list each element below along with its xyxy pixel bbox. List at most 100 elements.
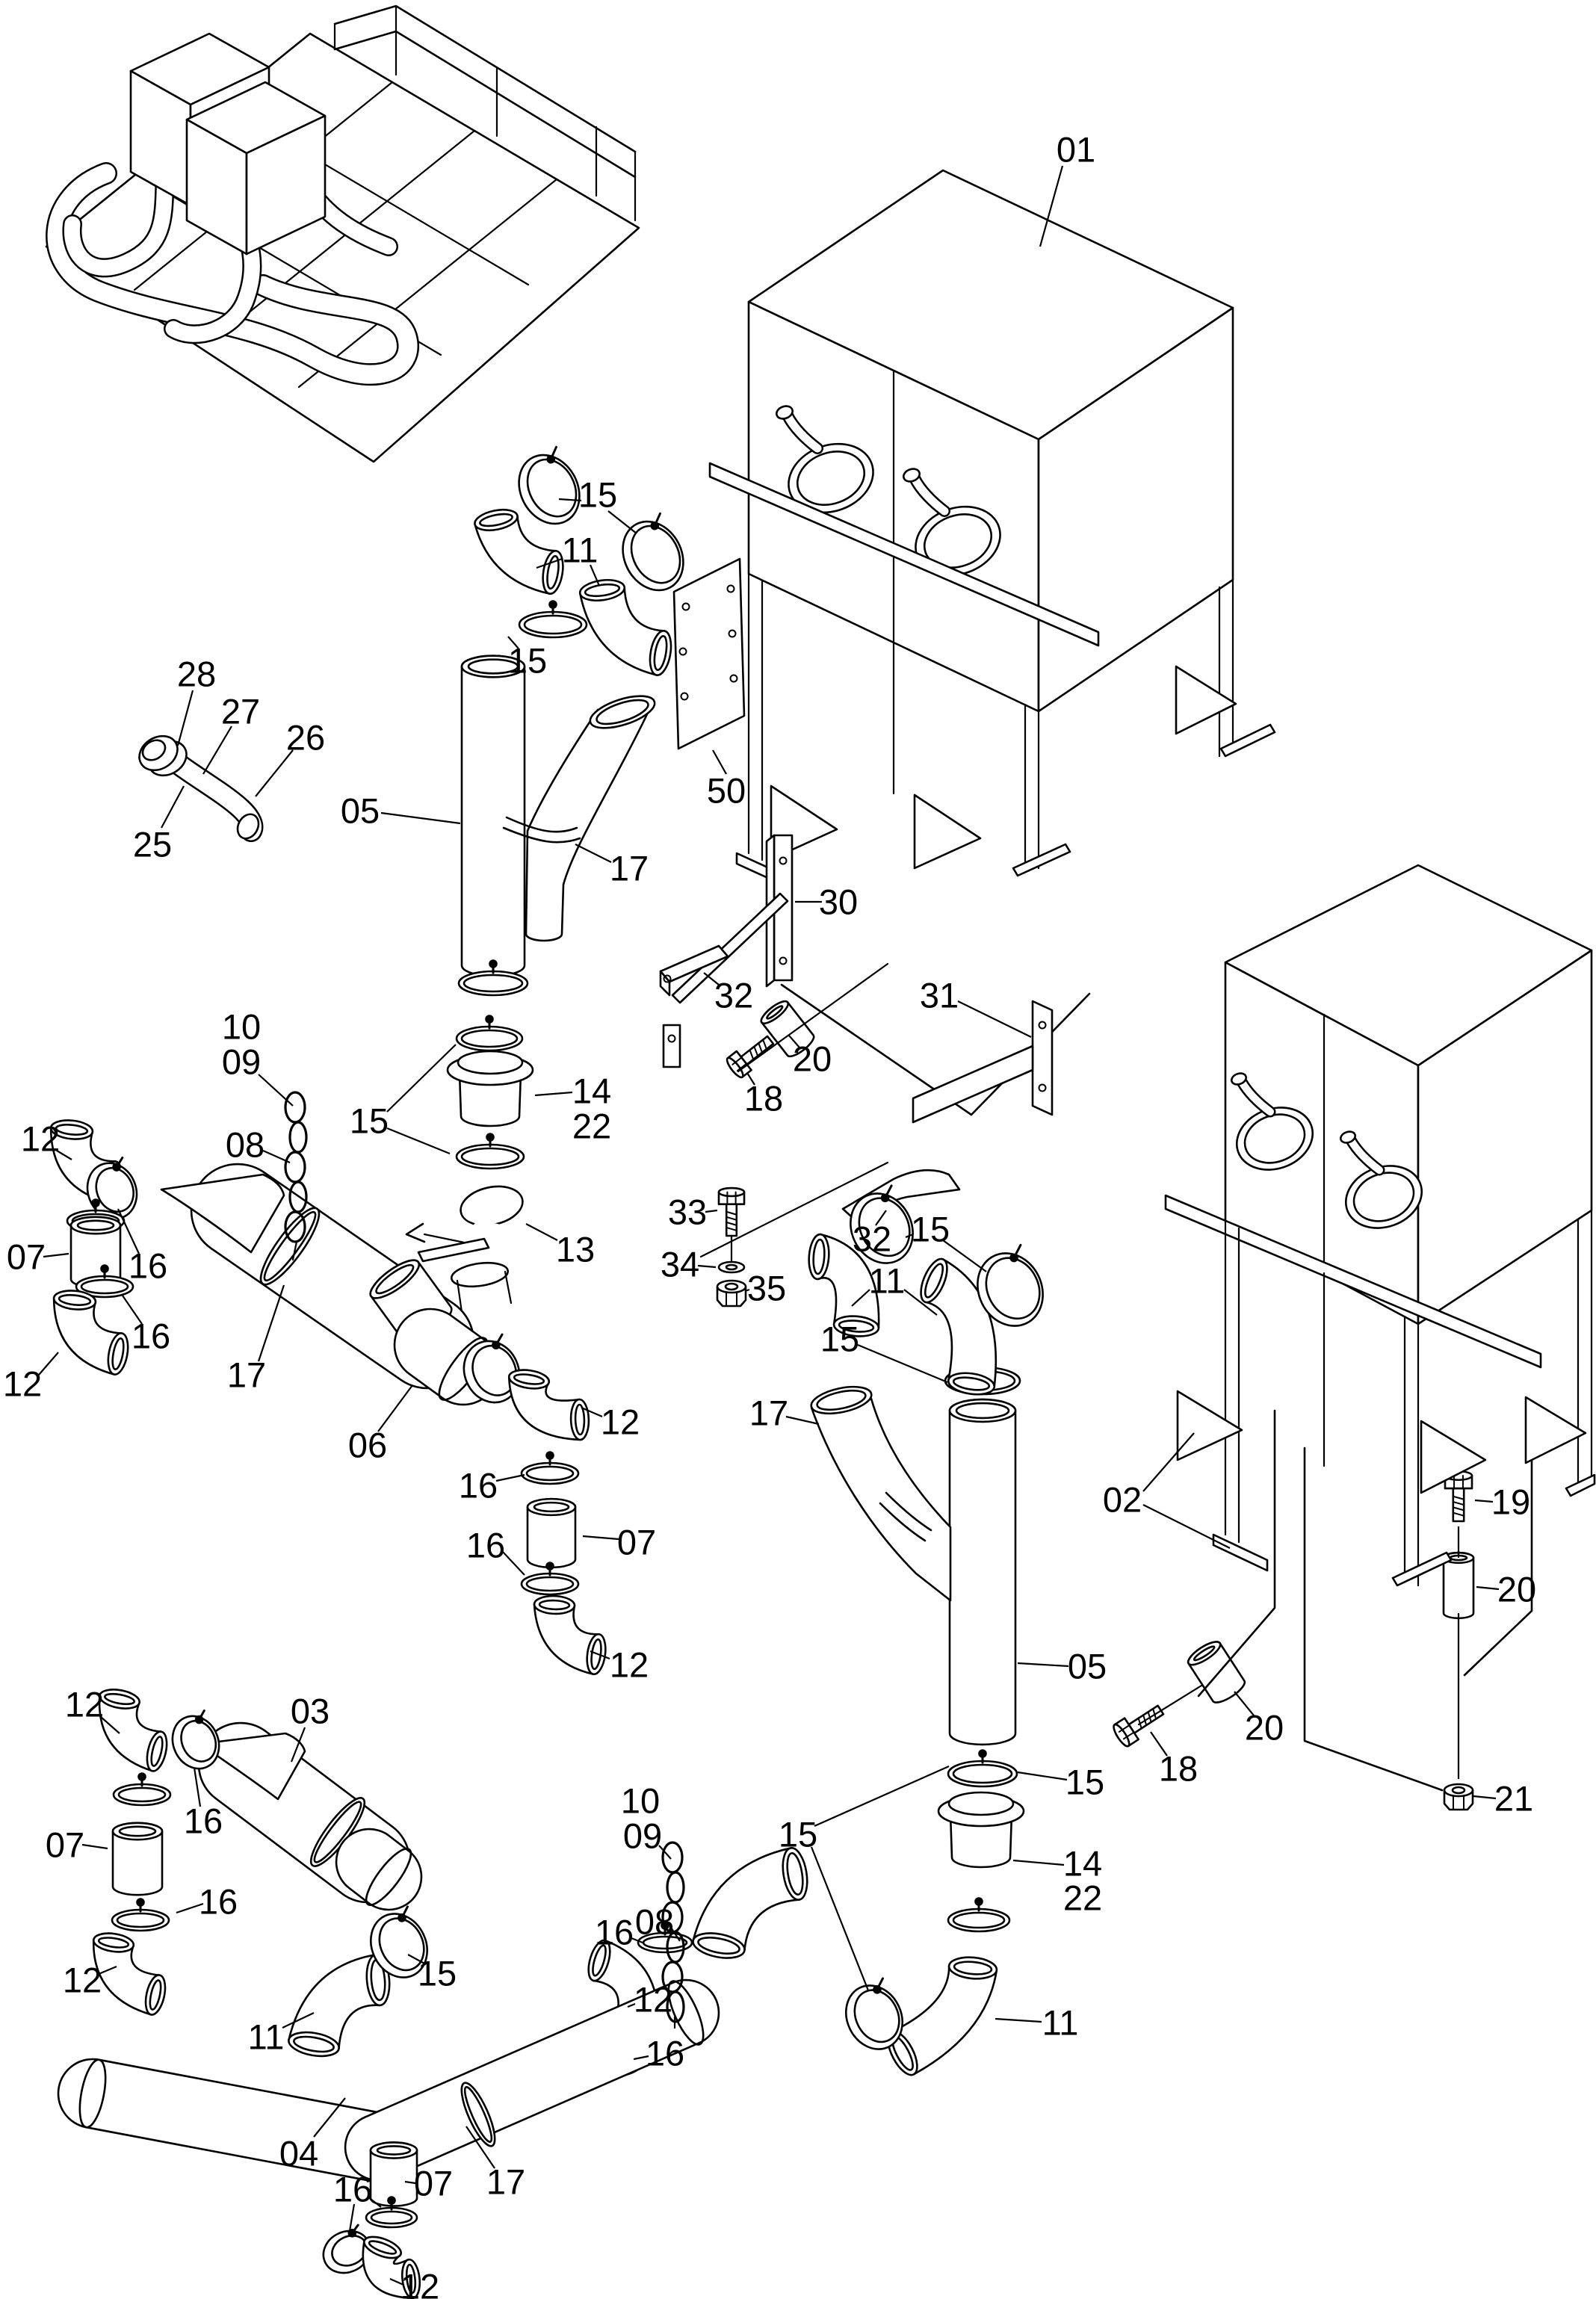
leader-line-02 — [1142, 1504, 1231, 1549]
leader-line-50 — [712, 749, 727, 775]
sleeve-bore — [118, 1825, 157, 1837]
sleeve-07 — [526, 1497, 577, 1569]
leader-line-18-b — [1150, 1731, 1168, 1757]
axis-line — [737, 962, 889, 1073]
band-clamp-15 — [518, 445, 581, 525]
strip-plate — [671, 892, 789, 1004]
port — [796, 451, 866, 506]
clamp-15 — [947, 1749, 1018, 1788]
clamp-outer — [463, 1340, 521, 1404]
joint-band — [502, 826, 581, 844]
ring-inner — [525, 1576, 575, 1592]
leader-line-20-a — [788, 1035, 800, 1048]
leader-line-12-f — [98, 1965, 117, 1975]
ring-inner — [80, 1278, 129, 1295]
leader-line-32-a — [703, 972, 720, 985]
ring-inner — [952, 1763, 1013, 1784]
exhaust-pipe-05 — [460, 655, 526, 977]
leader-line-31 — [957, 1000, 1032, 1038]
callout-16-i: 16 — [333, 2170, 372, 2209]
callout-12-a: 12 — [21, 1119, 60, 1159]
pipe-opening — [92, 1932, 135, 1953]
opening-inner — [513, 1373, 545, 1385]
opening-inner — [479, 513, 513, 527]
pipe-opening — [107, 1332, 129, 1376]
clamp-16 — [112, 1772, 172, 1807]
callout-16-g: 16 — [595, 1913, 634, 1952]
pipe-opening — [808, 1233, 830, 1281]
cap-skirt — [458, 1071, 522, 1127]
leader-line-12-g — [627, 2002, 636, 2008]
cap-top — [457, 1050, 524, 1075]
joint-band — [879, 1502, 927, 1542]
leader-line-05-a — [380, 811, 461, 825]
drain-fitting — [776, 405, 794, 420]
thread — [1452, 1501, 1465, 1506]
opening-inner — [653, 635, 668, 671]
leader-line-11-b — [851, 1289, 870, 1307]
clamp-outer — [850, 1192, 914, 1264]
opening-inner — [150, 1736, 164, 1767]
callout-03: 03 — [291, 1692, 330, 1731]
pipe-opening — [400, 2258, 421, 2299]
clamp-bolt — [884, 1184, 893, 1199]
pipe-opening — [533, 1594, 576, 1615]
bolt-head-face — [717, 1186, 746, 1198]
clamp-inner — [526, 458, 578, 518]
leader-line-12-b — [38, 1352, 59, 1376]
spacer-20 — [1442, 1551, 1475, 1620]
opening-outer — [587, 1939, 611, 1982]
rain-cap-14 — [446, 1050, 534, 1127]
callout-05-b: 05 — [1068, 1647, 1107, 1686]
washer-bore — [725, 1263, 738, 1271]
elbow-12 — [52, 1290, 129, 1376]
elbow-12 — [92, 1932, 167, 2016]
drain-fitting-core — [783, 411, 822, 453]
callout-21: 21 — [1494, 1779, 1533, 1819]
elbow-body — [816, 1233, 880, 1329]
bushing-20 — [760, 1000, 815, 1058]
callout-15-a: 15 — [578, 475, 617, 515]
hole — [726, 584, 735, 593]
callout-02: 02 — [1103, 1480, 1142, 1520]
pipe-opening — [52, 1290, 97, 1311]
hole — [779, 856, 788, 865]
opening-inner — [592, 1944, 607, 1977]
pipe-opening — [451, 1261, 509, 1288]
pipe-opening — [288, 2031, 340, 2058]
mount-rail — [708, 462, 1100, 647]
thread — [726, 1226, 737, 1231]
line — [291, 1240, 298, 1261]
leader-line-27 — [202, 725, 232, 775]
foot-plate — [1219, 723, 1276, 758]
callout-16-h: 16 — [646, 2034, 684, 2073]
exhaust-hose-core — [47, 164, 418, 384]
leader-line-18-a — [746, 1072, 755, 1086]
callout-17-d: 17 — [486, 2162, 525, 2202]
callout-12-b: 12 — [3, 1364, 42, 1404]
cap-skirt — [949, 1813, 1013, 1869]
hole — [680, 692, 689, 701]
clamp-16 — [365, 2196, 418, 2229]
shape — [816, 1389, 867, 1411]
callout-14-a: 14 — [572, 1071, 611, 1111]
callout-17-a: 17 — [610, 849, 649, 888]
leader-line-20-b — [1234, 1691, 1255, 1716]
callout-11-a: 11 — [562, 530, 598, 570]
hanger-chain-08 — [284, 1091, 308, 1243]
opening-inner — [952, 1376, 991, 1391]
callout-08-a: 08 — [226, 1125, 265, 1165]
joint-band — [885, 1491, 932, 1532]
elbow-11 — [808, 1233, 880, 1337]
band-clamp-15 — [622, 512, 684, 592]
clamp-bolt-head — [545, 1562, 554, 1571]
band-clamp-15 — [463, 1333, 521, 1404]
leader-line-16-f — [176, 1902, 204, 1914]
drain-fitting — [903, 468, 921, 483]
hole — [681, 602, 690, 611]
joint-band — [505, 816, 578, 833]
clamp-bolt-head — [978, 1749, 987, 1758]
opening-inner — [812, 1238, 826, 1275]
clamp-15 — [518, 600, 588, 639]
drain-fitting-core — [910, 474, 949, 516]
